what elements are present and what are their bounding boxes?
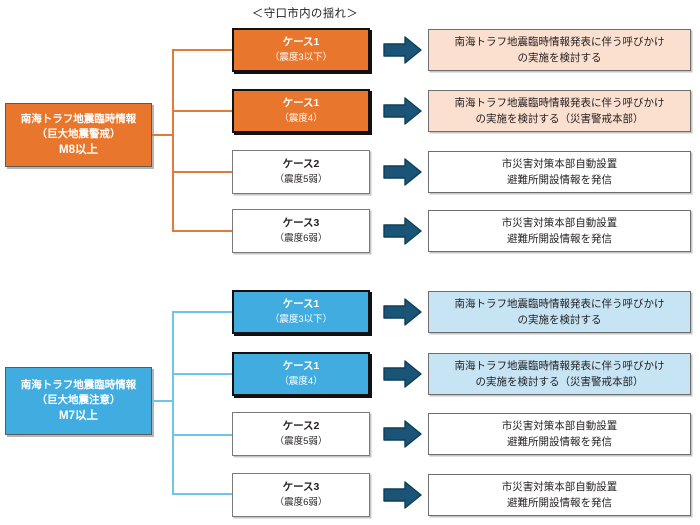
result-line-2: 避難所開設情報を発信 bbox=[507, 497, 612, 509]
case-box-keikai-1[interactable]: ケース1 （震度3以下） bbox=[232, 28, 370, 72]
case-title: ケース1 bbox=[282, 97, 320, 109]
result-line-2: の実施を検討する bbox=[517, 52, 602, 64]
result-line-1: 南海トラフ地震臨時情報発表に伴う呼びかけ bbox=[454, 360, 665, 372]
result-line-1: 南海トラフ地震臨時情報発表に伴う呼びかけ bbox=[454, 298, 665, 310]
case-subtitle: （震度3以下） bbox=[269, 52, 333, 63]
connector-branch-chui-3 bbox=[172, 434, 233, 436]
arrow-chui-4 bbox=[383, 480, 423, 510]
connector-spine-keikai bbox=[172, 50, 174, 232]
result-box-keikai-2[interactable]: 南海トラフ地震臨時情報発表に伴う呼びかけ の実施を検討する（災害警戒本部） bbox=[428, 90, 691, 132]
connector-branch-keikai-1 bbox=[172, 49, 233, 51]
case-box-chui-2[interactable]: ケース1 （震度4） bbox=[232, 352, 370, 396]
arrow-chui-2 bbox=[383, 359, 423, 389]
connector-branch-chui-2 bbox=[172, 373, 233, 375]
result-line-2: の実施を検討する（災害警戒本部） bbox=[475, 376, 644, 388]
trigger-box-chui[interactable]: 南海トラフ地震臨時情報 （巨大地震注意） M7以上 bbox=[5, 367, 152, 435]
arrow-keikai-3 bbox=[383, 157, 423, 187]
case-box-chui-3[interactable]: ケース2 （震度5弱） bbox=[232, 412, 370, 456]
case-title: ケース2 bbox=[282, 158, 320, 170]
case-box-chui-1[interactable]: ケース1 （震度3以下） bbox=[232, 290, 370, 334]
connector-branch-chui-4 bbox=[172, 493, 233, 495]
case-title: ケース1 bbox=[282, 360, 320, 372]
arrow-keikai-2 bbox=[383, 96, 423, 126]
result-line-1: 市災害対策本部自動設置 bbox=[501, 481, 618, 493]
result-line-2: 避難所開設情報を発信 bbox=[507, 436, 612, 448]
result-box-chui-4[interactable]: 市災害対策本部自動設置 避難所開設情報を発信 bbox=[428, 474, 691, 516]
connector-spine-chui bbox=[172, 312, 174, 495]
case-box-keikai-2[interactable]: ケース1 （震度4） bbox=[232, 89, 370, 133]
result-box-chui-1[interactable]: 南海トラフ地震臨時情報発表に伴う呼びかけ の実施を検討する bbox=[428, 291, 691, 333]
trigger-line-1: 南海トラフ地震臨時情報 bbox=[20, 378, 137, 391]
case-subtitle: （震度5弱） bbox=[274, 436, 328, 447]
result-box-keikai-1[interactable]: 南海トラフ地震臨時情報発表に伴う呼びかけ の実施を検討する bbox=[428, 29, 691, 71]
trigger-line-3: M8以上 bbox=[59, 143, 98, 156]
arrow-chui-1 bbox=[383, 297, 423, 327]
case-box-keikai-3[interactable]: ケース2 （震度5弱） bbox=[232, 150, 370, 194]
result-box-keikai-3[interactable]: 市災害対策本部自動設置 避難所開設情報を発信 bbox=[428, 151, 691, 193]
result-line-2: の実施を検討する bbox=[517, 314, 602, 326]
trigger-line-1: 南海トラフ地震臨時情報 bbox=[20, 112, 137, 125]
case-subtitle: （震度4） bbox=[279, 113, 323, 124]
case-box-chui-4[interactable]: ケース3 （震度6弱） bbox=[232, 473, 370, 517]
result-box-chui-2[interactable]: 南海トラフ地震臨時情報発表に伴う呼びかけ の実施を検討する（災害警戒本部） bbox=[428, 353, 691, 395]
result-line-1: 市災害対策本部自動設置 bbox=[501, 420, 618, 432]
arrow-keikai-4 bbox=[383, 216, 423, 246]
result-line-1: 市災害対策本部自動設置 bbox=[501, 158, 618, 170]
connector-branch-keikai-3 bbox=[172, 171, 233, 173]
trigger-line-2: （巨大地震注意） bbox=[36, 394, 121, 407]
result-line-1: 南海トラフ地震臨時情報発表に伴う呼びかけ bbox=[454, 36, 665, 48]
result-line-2: 避難所開設情報を発信 bbox=[507, 174, 612, 186]
case-title: ケース3 bbox=[282, 217, 320, 229]
case-subtitle: （震度5弱） bbox=[274, 174, 328, 185]
result-line-1: 南海トラフ地震臨時情報発表に伴う呼びかけ bbox=[454, 97, 665, 109]
section-header-note: ＜守口市内の揺れ＞ bbox=[251, 8, 359, 20]
case-title: ケース1 bbox=[282, 298, 320, 310]
result-line-1: 市災害対策本部自動設置 bbox=[501, 217, 618, 229]
trigger-line-3: M7以上 bbox=[59, 409, 98, 422]
case-subtitle: （震度3以下） bbox=[269, 314, 333, 325]
result-box-keikai-4[interactable]: 市災害対策本部自動設置 避難所開設情報を発信 bbox=[428, 210, 691, 252]
case-subtitle: （震度6弱） bbox=[274, 233, 328, 244]
connector-branch-keikai-2 bbox=[172, 110, 233, 112]
trigger-line-2: （巨大地震警戒） bbox=[36, 128, 121, 141]
trigger-box-keikai[interactable]: 南海トラフ地震臨時情報 （巨大地震警戒） M8以上 bbox=[5, 103, 152, 167]
arrow-chui-3 bbox=[383, 419, 423, 449]
connector-stub-keikai bbox=[152, 134, 174, 136]
case-subtitle: （震度6弱） bbox=[274, 497, 328, 508]
case-title: ケース1 bbox=[282, 36, 320, 48]
connector-branch-keikai-4 bbox=[172, 230, 233, 232]
connector-stub-chui bbox=[152, 400, 174, 402]
case-title: ケース3 bbox=[282, 481, 320, 493]
arrow-keikai-1 bbox=[383, 35, 423, 65]
result-line-2: の実施を検討する（災害警戒本部） bbox=[475, 113, 644, 125]
case-box-keikai-4[interactable]: ケース3 （震度6弱） bbox=[232, 209, 370, 253]
result-line-2: 避難所開設情報を発信 bbox=[507, 233, 612, 245]
result-box-chui-3[interactable]: 市災害対策本部自動設置 避難所開設情報を発信 bbox=[428, 413, 691, 455]
case-subtitle: （震度4） bbox=[279, 376, 323, 387]
connector-branch-chui-1 bbox=[172, 311, 233, 313]
case-title: ケース2 bbox=[282, 420, 320, 432]
